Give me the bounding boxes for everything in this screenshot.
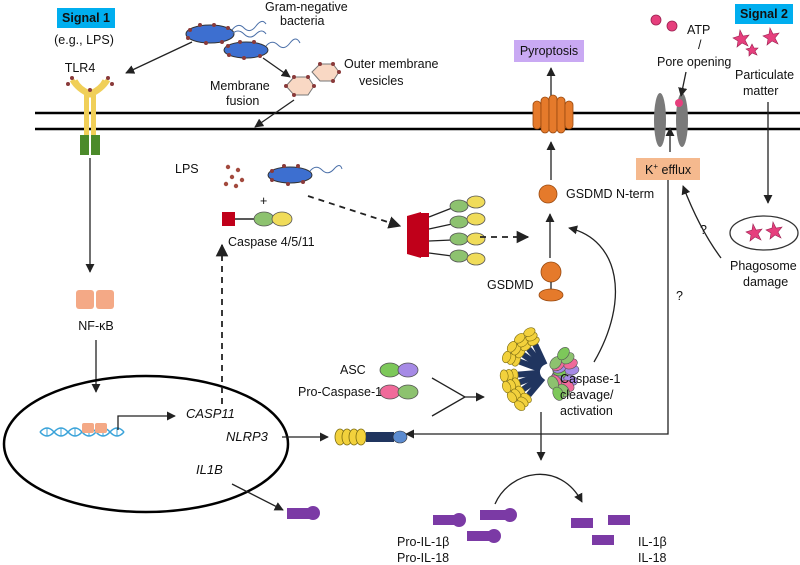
signal-2-box: Signal 2 xyxy=(735,4,793,24)
phagosome xyxy=(729,215,799,251)
gsdmd-protein xyxy=(538,261,564,302)
pro-il-proteins xyxy=(433,508,517,543)
p2x7-channel xyxy=(654,93,688,147)
membrane-fusion-line2: fusion xyxy=(226,94,259,108)
atp-molecules xyxy=(650,14,678,32)
pro-caspase-1-protein xyxy=(379,384,419,400)
lps-label: LPS xyxy=(175,162,199,176)
lps-dots xyxy=(223,164,245,189)
il-18-label: IL-18 xyxy=(638,551,667,565)
gene-il1b: IL1B xyxy=(196,462,223,477)
pyroptosis-label: Pyroptosis xyxy=(520,44,578,58)
atp-label: ATP xyxy=(687,23,710,37)
gene-nlrp3: NLRP3 xyxy=(226,429,269,444)
gram-negative-bacteria xyxy=(185,20,301,60)
bacteria-label-line2: bacteria xyxy=(280,14,325,28)
nlrp3-protein xyxy=(334,428,408,446)
pro-il-1b-label: Pro-IL-1β xyxy=(397,535,449,549)
mature-il-proteins xyxy=(571,515,630,545)
omv-label-line1: Outer membrane xyxy=(344,57,439,71)
question-mark-phagosome: ? xyxy=(700,223,707,237)
signal-1-example: (e.g., LPS) xyxy=(54,33,114,47)
nucleus xyxy=(2,374,290,514)
k-efflux-sup: + xyxy=(653,162,658,171)
caspase-oligomer xyxy=(407,195,486,266)
tlr4-label: TLR4 xyxy=(65,61,96,75)
gsdmd-pore xyxy=(532,94,574,134)
particulate-matter-icons xyxy=(732,27,780,57)
particulate-line2: matter xyxy=(743,84,778,98)
gsdmd-nterm-label: GSDMD N-term xyxy=(566,187,654,201)
plus-sign: + xyxy=(260,194,267,208)
caspase-1-line2: cleavage/ xyxy=(560,388,614,402)
inflammasome-arm xyxy=(514,347,570,411)
tlr4-receptor xyxy=(66,76,114,155)
caspase-1-line3: activation xyxy=(560,404,613,418)
pro-il-18-label: Pro-IL-18 xyxy=(397,551,449,565)
signal-1-title: Signal 1 xyxy=(62,11,110,25)
nlrp3-inflammasome xyxy=(499,327,580,411)
asc-label: ASC xyxy=(340,363,366,377)
caspase-1-line1: Caspase-1 xyxy=(560,372,620,386)
gsdmd-nterm-icon xyxy=(538,184,558,204)
inflammasome-arm xyxy=(523,327,564,401)
svg-text:K+ efflux: K+ efflux xyxy=(645,162,692,177)
asc-protein xyxy=(379,362,419,378)
k-efflux-k: K xyxy=(645,163,654,177)
k-efflux-rest: efflux xyxy=(658,163,692,177)
pore-opening-label: Pore opening xyxy=(657,55,731,69)
outer-membrane-vesicles xyxy=(284,62,341,97)
caspase-label: Caspase 4/5/11 xyxy=(228,235,315,249)
question-mark-k-efflux: ? xyxy=(676,289,683,303)
il-1b-label: IL-1β xyxy=(638,535,667,549)
nf-kb-label: NF-κB xyxy=(78,319,113,333)
k-efflux-box: K+ efflux xyxy=(636,158,700,180)
atp-slash: / xyxy=(698,38,702,52)
caspase-4-5-11 xyxy=(222,211,293,227)
dna-helix xyxy=(39,411,176,437)
gsdmd-label: GSDMD xyxy=(487,278,534,292)
gene-casp11: CASP11 xyxy=(186,406,235,421)
phagosome-line2: damage xyxy=(743,275,788,289)
bacteria-label-line1: Gram-negative xyxy=(265,0,348,14)
pro-caspase-1-label: Pro-Caspase-1 xyxy=(298,385,382,399)
phagosome-line1: Phagosome xyxy=(730,259,797,273)
particulate-line1: Particulate xyxy=(735,68,794,82)
pro-il1b-product xyxy=(287,506,320,520)
membrane-fusion-line1: Membrane xyxy=(210,79,270,93)
signal-2-title: Signal 2 xyxy=(740,7,788,21)
bacterium-cytosolic xyxy=(267,164,343,186)
nf-kb-complex xyxy=(76,290,114,309)
signal-1-box: Signal 1 xyxy=(57,8,115,28)
omv-label-line2: vesicles xyxy=(359,74,403,88)
pyroptosis-box: Pyroptosis xyxy=(514,40,584,62)
